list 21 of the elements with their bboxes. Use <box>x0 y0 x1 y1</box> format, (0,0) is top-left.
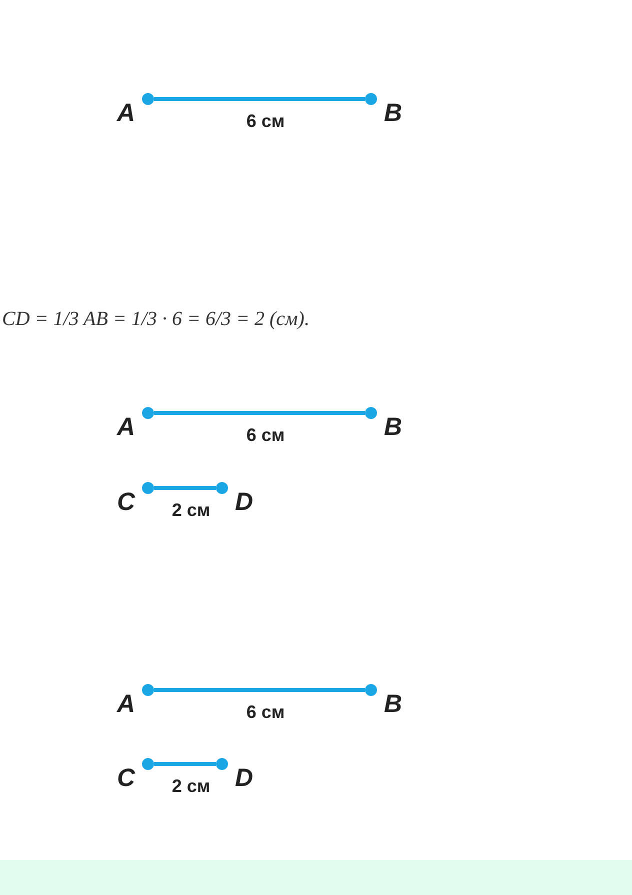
point-label: C <box>116 764 135 793</box>
edge-label: 6 см <box>246 111 285 132</box>
point-label: A <box>116 99 135 128</box>
point-label: A <box>116 413 135 442</box>
edge-label: 2 см <box>172 500 210 521</box>
line-segment <box>154 762 216 766</box>
line-segment <box>154 486 216 490</box>
point-label: A <box>116 690 135 719</box>
line-segment <box>154 97 365 101</box>
point-label: B <box>384 413 402 442</box>
edge-label: 2 см <box>172 776 210 797</box>
point-label: C <box>116 488 135 517</box>
formula: CD = 1/3 AB = 1/3 · 6 = 6/3 = 2 (см). <box>2 308 310 331</box>
point-label: D <box>235 488 254 517</box>
edge-label: 6 см <box>246 425 285 446</box>
edge-label: 6 см <box>246 702 285 723</box>
point-label: D <box>235 764 254 793</box>
point-label: B <box>384 99 402 128</box>
point-label: B <box>384 690 402 719</box>
line-segment <box>154 688 365 692</box>
line-segment <box>154 411 365 415</box>
